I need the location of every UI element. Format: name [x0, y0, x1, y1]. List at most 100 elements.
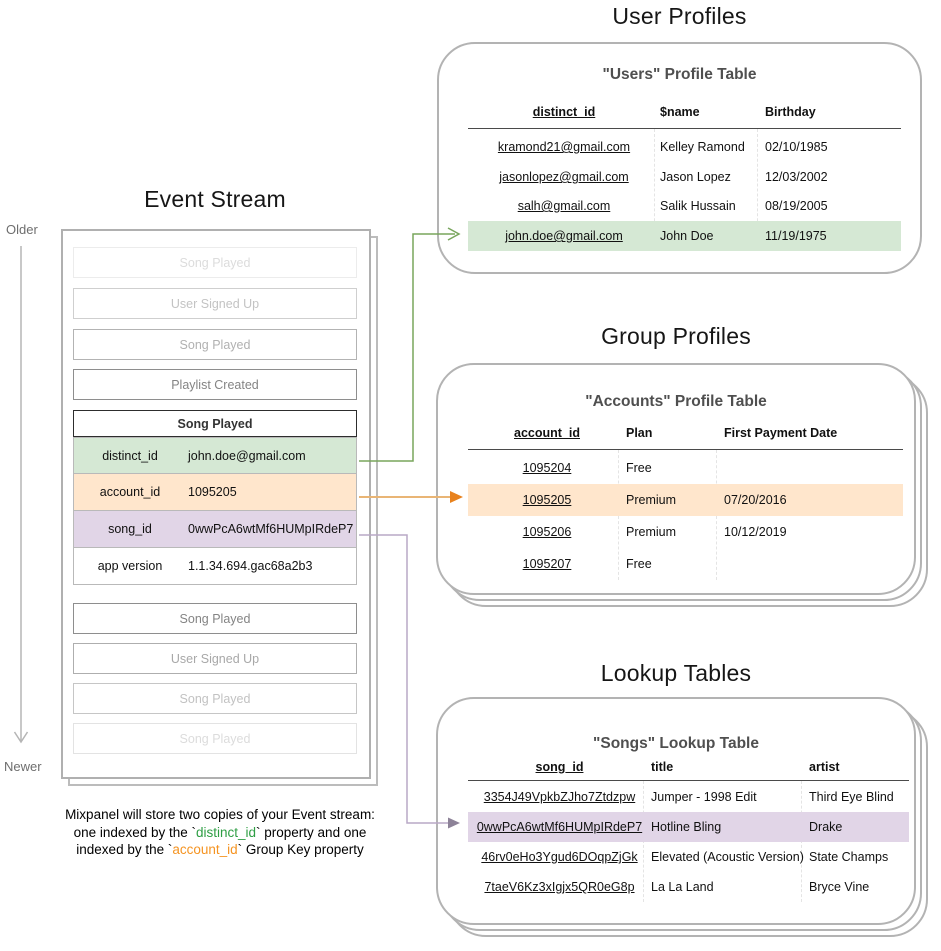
distinct-id-code: distinct_id [195, 824, 257, 840]
property-value: 0wwPcA6wtMf6HUMpIRdeP7 [188, 522, 354, 536]
cell-artist: Bryce Vine [809, 880, 870, 894]
cell-account-id: 1095207 [522, 557, 572, 571]
footnote-line2: one indexed by the `distinct_id` propert… [73, 824, 367, 840]
cell-plan: Free [626, 461, 652, 475]
accounts-profile-card: "Accounts" Profile Table account_id Plan… [436, 363, 916, 595]
user-profiles-title: User Profiles [612, 3, 747, 29]
header-rule [468, 128, 901, 129]
focus-event-properties: distinct_id john.doe@gmail.com account_i… [73, 437, 357, 585]
focus-event-header: Song Played [73, 410, 357, 437]
cell-distinct-id: jasonlopez@gmail.com [499, 170, 629, 184]
cell-distinct-id: kramond21@gmail.com [497, 140, 631, 154]
property-row-distinct-id: distinct_id john.doe@gmail.com [73, 437, 357, 474]
timeline-arrowhead-icon [13, 731, 29, 744]
cell-birthday: 11/19/1975 [765, 229, 827, 243]
timeline-newer-label: Newer [4, 759, 42, 774]
cell-title: Jumper - 1998 Edit [651, 790, 757, 804]
event-row: Song Played [73, 329, 357, 360]
footnote: Mixpanel will store two copies of your E… [30, 806, 410, 859]
property-row-account-id: account_id 1095205 [73, 473, 357, 511]
column-header: distinct_id [532, 105, 596, 119]
cell-birthday: 02/10/1985 [765, 140, 828, 154]
event-row: Playlist Created [73, 369, 357, 400]
group-profiles-title: Group Profiles [601, 323, 751, 349]
cell-birthday: 12/03/2002 [765, 170, 828, 184]
accounts-table-title: "Accounts" Profile Table [585, 393, 767, 410]
account-id-code: account_id [172, 842, 238, 857]
column-header: artist [809, 760, 840, 774]
cell-song-id: 0wwPcA6wtMf6HUMpIRdeP7 [476, 820, 643, 834]
table-row: 1095206 Premium 10/12/2019 [468, 516, 903, 548]
cell-account-id: 1095206 [522, 525, 572, 539]
table-row-highlighted: 0wwPcA6wtMf6HUMpIRdeP7 Hotline Bling Dra… [468, 812, 909, 842]
cell-name: Kelley Ramond [660, 140, 745, 154]
lookup-tables-title: Lookup Tables [600, 660, 752, 686]
cell-artist: Drake [809, 820, 843, 834]
cell-name: Jason Lopez [660, 170, 731, 184]
table-row: jasonlopez@gmail.com Jason Lopez 12/03/2… [468, 162, 901, 192]
cell-distinct-id: john.doe@gmail.com [505, 229, 623, 243]
header-rule [468, 449, 903, 450]
property-key: song_id [108, 522, 152, 536]
event-row: Song Played [73, 723, 357, 754]
column-separator [757, 129, 758, 251]
event-row: User Signed Up [73, 288, 357, 319]
timeline-older-label: Older [6, 222, 38, 237]
property-value: 1095205 [188, 485, 237, 499]
event-row: Song Played [73, 247, 357, 278]
column-header: song_id [535, 760, 584, 774]
table-row: salh@gmail.com Salik Hussain 08/19/2005 [468, 191, 901, 221]
cell-plan: Premium [626, 525, 677, 539]
users-table-title: "Users" Profile Table [602, 66, 757, 83]
event-row: Song Played [73, 603, 357, 634]
column-separator [654, 129, 655, 251]
property-value: 1.1.34.694.gac68a2b3 [188, 559, 313, 573]
property-key: app version [97, 559, 163, 573]
column-header: title [651, 760, 674, 774]
cell-title: La La Land [651, 880, 714, 894]
table-row: kramond21@gmail.com Kelley Ramond 02/10/… [468, 132, 901, 162]
cell-first-payment: 10/12/2019 [724, 525, 787, 539]
cell-artist: Third Eye Blind [809, 790, 894, 804]
column-header: First Payment Date [724, 426, 838, 440]
footnote-line1: Mixpanel will store two copies of your E… [65, 807, 375, 822]
column-header: Birthday [765, 105, 816, 119]
header-rule [468, 780, 909, 781]
property-value: john.doe@gmail.com [188, 448, 306, 463]
accounts-table-header: account_id Plan First Payment Date [468, 426, 903, 440]
table-row: 46rv0eHo3Ygud6DOqpZjGk Elevated (Acousti… [468, 842, 909, 872]
cell-account-id: 1095204 [522, 461, 572, 475]
event-stream-title: Event Stream [144, 186, 286, 212]
property-row-app-version: app version 1.1.34.694.gac68a2b3 [73, 547, 357, 585]
songs-table-header: song_id title artist [468, 760, 909, 774]
event-row: User Signed Up [73, 643, 357, 674]
users-table-header: distinct_id $name Birthday [468, 105, 901, 119]
cell-song-id: 7taeV6Kz3xIgjx5QR0eG8p [484, 880, 635, 894]
cell-name: John Doe [660, 229, 714, 243]
songs-lookup-card: "Songs" Lookup Table song_id title artis… [436, 697, 916, 925]
property-key: distinct_id [102, 448, 158, 463]
cell-song-id: 3354J49VpkbZJho7Ztdzpw [483, 790, 636, 804]
cell-title: Elevated (Acoustic Version) [651, 850, 804, 864]
songs-table-title: "Songs" Lookup Table [593, 735, 759, 752]
table-row: 3354J49VpkbZJho7Ztdzpw Jumper - 1998 Edi… [468, 782, 909, 812]
property-key: account_id [99, 485, 161, 499]
table-row: 7taeV6Kz3xIgjx5QR0eG8p La La Land Bryce … [468, 872, 909, 902]
cell-artist: State Champs [809, 850, 889, 864]
cell-birthday: 08/19/2005 [765, 199, 828, 213]
cell-plan: Premium [626, 493, 677, 507]
table-row-highlighted: 1095205 Premium 07/20/2016 [468, 484, 903, 516]
column-header: account_id [514, 426, 580, 440]
event-stream-box: Song Played User Signed Up Song Played P… [61, 229, 371, 779]
cell-first-payment: 07/20/2016 [724, 493, 787, 507]
cell-title: Hotline Bling [651, 820, 722, 834]
cell-plan: Free [626, 557, 652, 571]
cell-distinct-id: salh@gmail.com [517, 199, 611, 213]
cell-account-id: 1095205 [522, 493, 572, 507]
event-row: Song Played [73, 683, 357, 714]
table-row: 1095207 Free [468, 548, 903, 580]
users-profile-card: "Users" Profile Table distinct_id $name … [437, 42, 922, 274]
table-row: 1095204 Free [468, 452, 903, 484]
column-header: Plan [626, 426, 653, 440]
